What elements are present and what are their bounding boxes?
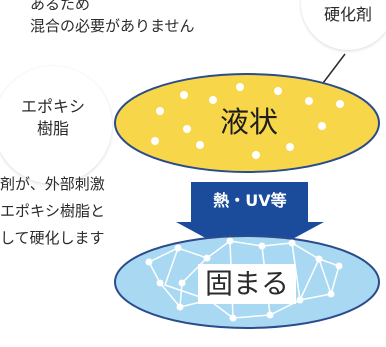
liquid-ellipse bbox=[114, 73, 380, 173]
network-nodes bbox=[145, 237, 343, 322]
top-text-line1: あるため bbox=[30, 0, 91, 13]
top-text-line2: 混合の必要がありません bbox=[30, 17, 195, 35]
middle-text-line2: エポキシ樹脂と bbox=[0, 202, 106, 220]
epoxy-label-line2: 樹脂 bbox=[36, 119, 69, 138]
hardener-label: 硬化剤 bbox=[323, 5, 372, 24]
middle-text-line3: して硬化します bbox=[0, 229, 105, 247]
epoxy-label-line1: エポキシ bbox=[20, 97, 85, 116]
epoxy-label-circle: エポキシ 樹脂 bbox=[0, 66, 112, 184]
liquid-label: 液状 bbox=[220, 105, 279, 139]
solid-label: 固まる bbox=[198, 264, 296, 304]
arrow-label: 熱・UV等 bbox=[213, 191, 287, 210]
liquid-particles bbox=[151, 83, 344, 159]
middle-text-line1: 剤が、外部刺激 bbox=[0, 175, 105, 193]
